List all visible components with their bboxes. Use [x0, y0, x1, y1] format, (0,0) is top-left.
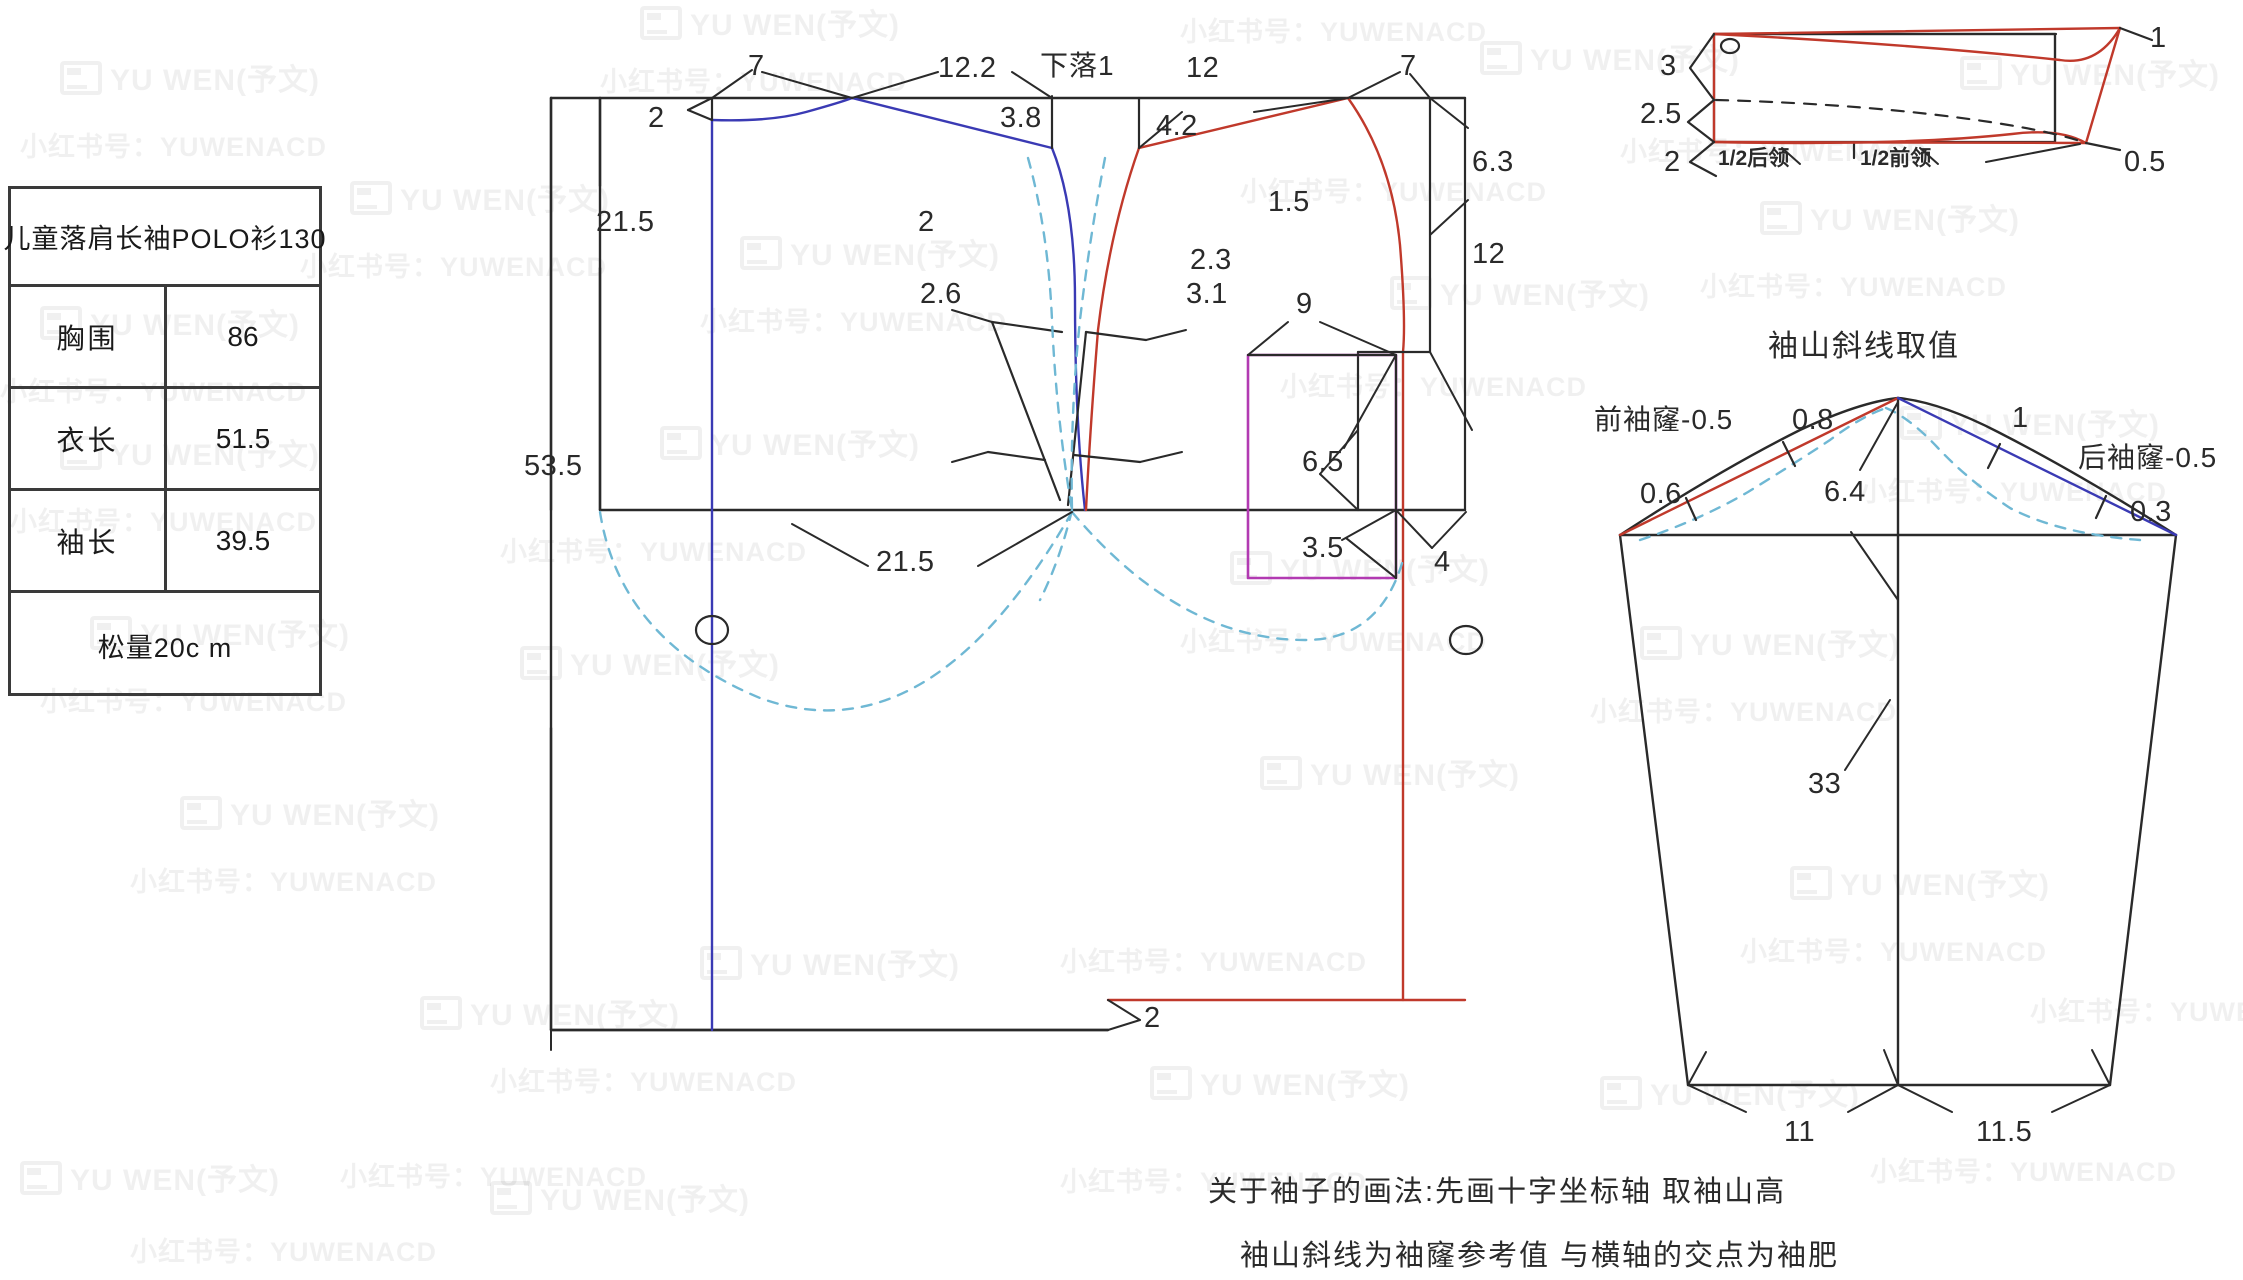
caption-line-1: 关于袖子的画法:先画十字坐标轴 取袖山高	[1208, 1176, 1787, 1208]
dim-neck-drop-label: 下落1	[1040, 50, 1115, 81]
spec-value-sleeve: 39.5	[215, 524, 271, 556]
neckline-detail-construction	[986, 320, 1148, 507]
sleeve-section-title: 袖山斜线取值	[1768, 330, 1960, 363]
dim-placket-upper-6-5: 6.5	[1302, 446, 1344, 478]
dim-cuff-11: 11	[1784, 1116, 1816, 1148]
dim-back-shoulder-7: 7	[748, 50, 765, 82]
caption-line-2: 袖山斜线为袖窿参考值 与横轴的交点为袖肥	[1240, 1240, 1840, 1272]
dim-collar-2: 2	[1664, 146, 1681, 178]
label-back-armhole: 后袖窿-0.5	[2078, 442, 2218, 473]
style-guide-dashed-lines	[598, 156, 1405, 712]
label-half-front-neck: 1/2前领	[1860, 147, 1932, 170]
dim-collar-3: 3	[1660, 50, 1677, 82]
spec-label-sleeve: 袖长	[11, 491, 167, 590]
sleeve-cap-dashed-guide	[1638, 406, 2142, 542]
collar-dashed-roll-line	[1714, 98, 2088, 145]
collar-label-leaders	[1781, 143, 2081, 165]
dim-back-neck-drop-3-8: 3.8	[1000, 102, 1042, 134]
spec-value-length: 51.5	[215, 422, 271, 454]
dim-sleeve-cap-0-6: 0.6	[1640, 478, 1682, 510]
dim-neck-right-3-1: 3.1	[1186, 278, 1228, 310]
front-construction	[1137, 96, 1467, 512]
dim-front-neck-drop-4-2: 4.2	[1156, 110, 1198, 142]
dim-neck-left-2-6: 2.6	[920, 278, 962, 310]
dim-front-width-12: 12	[1186, 52, 1220, 84]
label-front-armhole: 前袖窿-0.5	[1594, 404, 1734, 435]
dim-side-1-5: 1.5	[1268, 186, 1310, 218]
dim-neck-left-2: 2	[918, 206, 935, 238]
dim-sleeve-cap-0-3: 0.3	[2130, 496, 2172, 528]
spec-ease-note: 松量20c m	[97, 632, 233, 663]
button-marks	[694, 614, 1484, 656]
sleeve-cap-red-slope	[1618, 396, 1900, 537]
dim-garment-length-53-5: 53.5	[524, 450, 583, 482]
dim-collar-0-5: 0.5	[2124, 146, 2166, 178]
front-bodice-lines	[1084, 96, 1467, 1002]
placket-construction	[1246, 353, 1398, 580]
spec-label-bust: 胸围	[11, 287, 167, 386]
sleeve-cap-notches	[1684, 440, 2108, 522]
spec-label-length: 衣长	[11, 389, 167, 488]
sleeve-label-leaders	[1687, 401, 2111, 1113]
dim-sleeve-cap-1: 1	[2012, 402, 2029, 434]
dim-armhole-6-3: 6.3	[1472, 146, 1514, 178]
dim-sleeve-cap-0-8: 0.8	[1792, 404, 1834, 436]
dim-collar-2-5: 2.5	[1640, 98, 1682, 130]
dim-placket-lower-3-5: 3.5	[1302, 532, 1344, 564]
sleeve-outline	[1618, 396, 2178, 1087]
dim-back-shoulder-drop-2: 2	[648, 102, 665, 134]
dim-armhole-depth-21-5: 21.5	[596, 206, 655, 238]
collar-block	[1712, 32, 2058, 160]
spec-value-bust: 86	[227, 320, 259, 352]
spec-table-footer-row: 松量20c m	[11, 593, 319, 697]
dim-collar-1: 1	[2150, 22, 2167, 54]
dim-hem-2: 2	[1144, 1002, 1161, 1034]
back-shoulder-construction	[686, 96, 1054, 150]
dim-cuff-11-5: 11.5	[1976, 1116, 2033, 1148]
dim-neck-right-2-3: 2.3	[1190, 244, 1232, 276]
label-half-back-neck: 1/2后领	[1718, 147, 1790, 170]
dimension-leaders	[550, 69, 1473, 1051]
collar-notch-marks	[1686, 26, 2154, 178]
spec-table-title: 儿童落肩长袖POLO衫130	[3, 224, 327, 254]
specification-table: 儿童落肩长袖POLO衫130 胸围 86 衣长 51.5 袖长 39.5 松量2…	[3, 186, 326, 697]
dim-placket-offset-4: 4	[1434, 546, 1451, 578]
dim-half-chest-21-5: 21.5	[876, 546, 935, 578]
dim-sleeve-drop-12: 12	[1472, 238, 1506, 270]
dim-front-shoulder-7: 7	[1400, 50, 1417, 82]
dim-sleeve-length-33: 33	[1808, 768, 1842, 800]
table-row: 胸围 86	[11, 287, 319, 389]
spec-table-title-row: 儿童落肩长袖POLO衫130	[3, 189, 326, 287]
bodice-frame	[549, 96, 1467, 1032]
dim-back-width-12-2: 12.2	[938, 52, 997, 84]
dim-sleeve-cap-height-6-4: 6.4	[1824, 476, 1866, 508]
table-row: 衣长 51.5	[11, 389, 319, 491]
collar-red-outline	[1712, 26, 2122, 145]
table-row: 袖长 39.5	[11, 491, 319, 593]
sleeve-cap-blue-slope	[1896, 396, 2178, 537]
dim-placket-width-9: 9	[1296, 288, 1313, 320]
